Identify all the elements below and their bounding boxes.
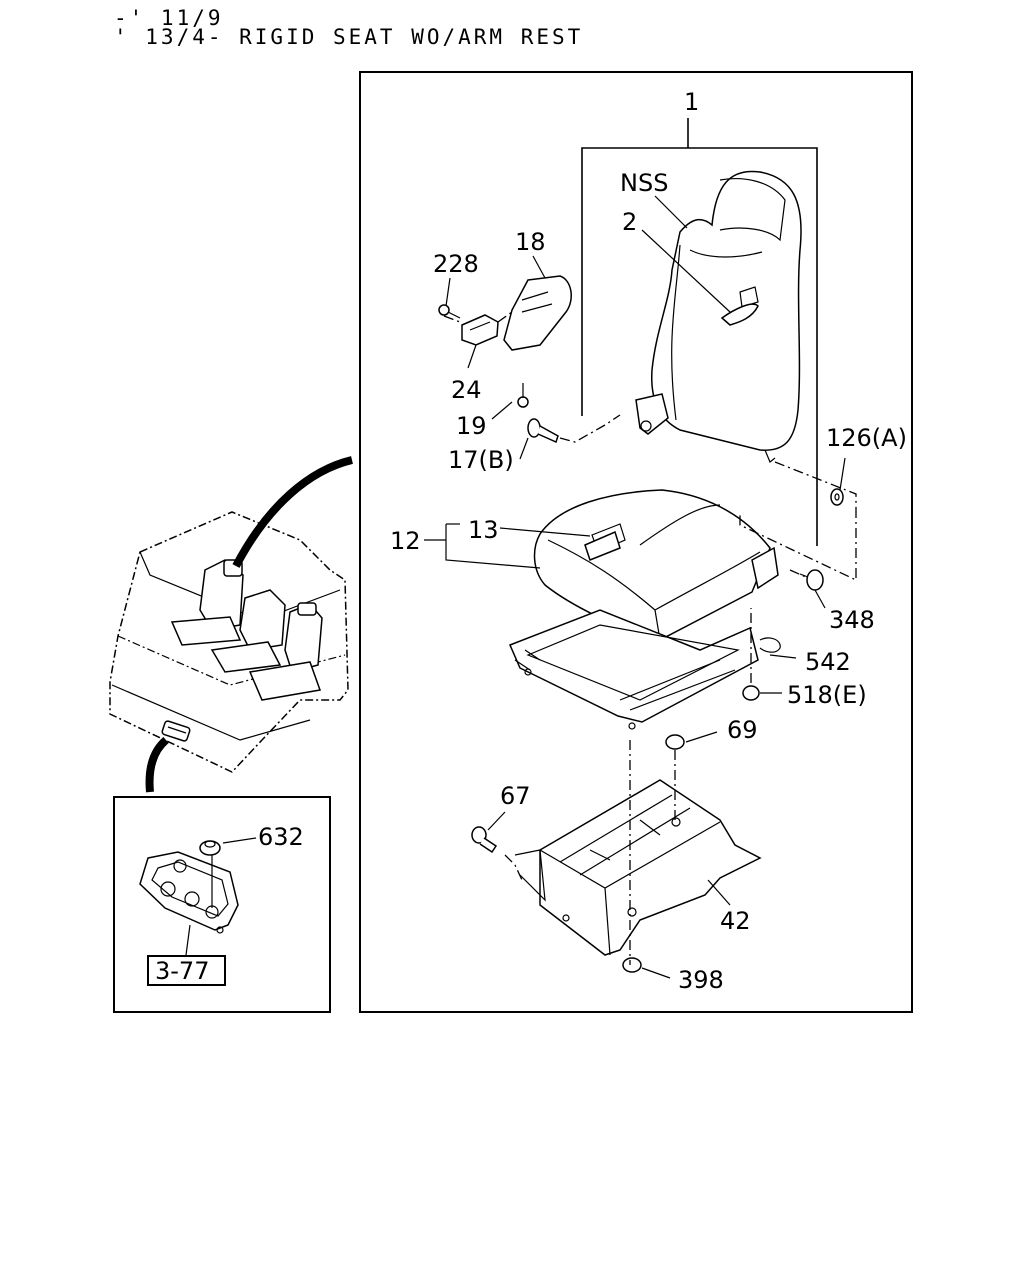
callout-398: 398	[678, 966, 724, 994]
screw-228	[438, 304, 461, 319]
nut-518	[742, 685, 760, 701]
callout-2: 2	[622, 208, 637, 236]
seat-cushion	[533, 489, 779, 641]
screw-19	[517, 383, 529, 408]
callout-67: 67	[500, 782, 531, 810]
knob-348	[799, 569, 824, 591]
pointer-arrow-lower	[145, 736, 169, 793]
callout-69: 69	[727, 716, 758, 744]
cab-overview	[109, 511, 349, 773]
reference-3-77: 3-77	[155, 957, 209, 985]
seat-base	[514, 779, 762, 956]
callout-518: 518(E)	[787, 681, 867, 709]
seat-slide-frame	[509, 609, 781, 730]
callout-348: 348	[829, 606, 875, 634]
reference-box	[147, 955, 226, 986]
bolt-17	[527, 418, 559, 444]
callout-13: 13	[468, 516, 499, 544]
nut-398	[622, 957, 642, 973]
callout-126: 126(A)	[826, 424, 907, 452]
callout-632: 632	[258, 823, 304, 851]
washer-126	[830, 488, 844, 506]
callout-542: 542	[805, 648, 851, 676]
callout-18: 18	[515, 228, 546, 256]
callout-17: 17(B)	[448, 446, 514, 474]
callout-42: 42	[720, 907, 751, 935]
header-title: ' 13/4- RIGID SEAT WO/ARM REST	[114, 25, 584, 49]
callout-nss: NSS	[620, 169, 668, 197]
main-frame	[359, 71, 913, 1013]
callout-24: 24	[451, 376, 482, 404]
callout-228: 228	[433, 250, 479, 278]
seat-backrest	[635, 170, 802, 463]
callout-1: 1	[684, 88, 699, 116]
callout-19: 19	[456, 412, 487, 440]
header-date-range: -' 11/9	[114, 6, 224, 30]
floor-plate-detail	[139, 840, 239, 934]
hinge-cover-18	[503, 275, 572, 351]
backrest-group-bracket	[581, 147, 818, 546]
bolt-67	[471, 826, 498, 854]
hinge-cap-24	[461, 314, 499, 346]
pointer-arrow-upper	[232, 456, 353, 568]
inset-frame	[113, 796, 331, 1013]
nut-69	[665, 734, 685, 750]
callout-12: 12	[390, 527, 421, 555]
